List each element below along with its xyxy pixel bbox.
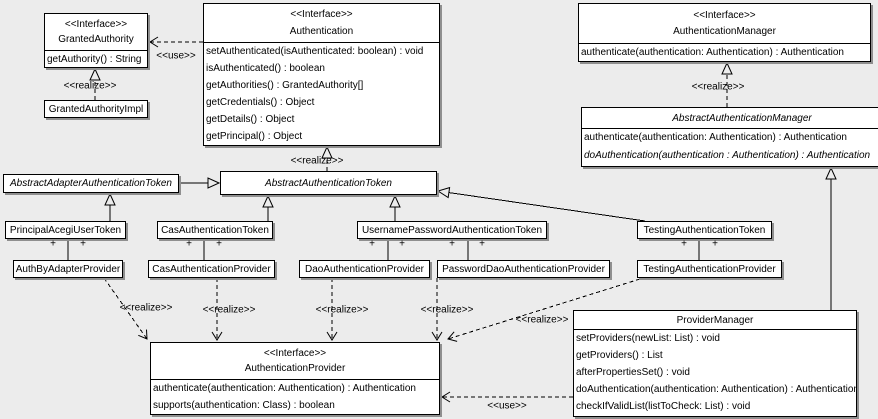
method: getPrincipal() : Object (206, 131, 303, 142)
method: getProviders() : List (576, 350, 663, 361)
class-granted-authority[interactable]: <<Interface>> GrantedAuthority getAuthor… (44, 13, 148, 68)
class-granted-authority-impl[interactable]: GrantedAuthorityImpl (44, 100, 148, 118)
class-name: DaoAuthenticationProvider (305, 263, 424, 275)
method: authenticate(authentication: Authenticat… (153, 383, 416, 394)
class-auth-by-adapter-provider[interactable]: AuthByAdapterProvider (13, 260, 123, 278)
class-cas-authentication-token[interactable]: CasAuthenticationToken (157, 221, 273, 239)
class-name: AbstractAuthenticationToken (265, 177, 392, 189)
class-authentication-manager[interactable]: <<Interface>> AuthenticationManager auth… (578, 3, 871, 62)
use-label: <<use>> (156, 50, 196, 62)
class-name: AbstractAdapterAuthenticationToken (10, 178, 172, 189)
multiplicity-plus: + (399, 238, 405, 250)
class-password-dao-authentication-provider[interactable]: PasswordDaoAuthenticationProvider (437, 260, 610, 278)
class-name: TestingAuthenticationToken (643, 224, 766, 236)
method: getAuthority() : String (47, 54, 142, 65)
multiplicity-plus: + (80, 238, 86, 250)
realize-label: <<realize>> (119, 302, 173, 314)
class-name: PrincipalAcegiUserToken (9, 224, 122, 236)
realize-label: <<realize>> (691, 81, 745, 93)
method: getCredentials() : Object (206, 97, 315, 108)
class-name: CasAuthenticationProvider (152, 263, 271, 275)
class-name: TestingAuthenticationProvider (643, 263, 776, 275)
realize-label: <<realize>> (315, 304, 369, 316)
stereotype: <<Interface>> (290, 9, 353, 21)
class-name: AuthByAdapterProvider (15, 263, 121, 275)
realize-label: <<realize>> (515, 314, 569, 326)
stereotype: <<Interface>> (64, 18, 128, 30)
class-name: AuthenticationManager (673, 26, 776, 38)
method: setProviders(newList: List) : void (576, 333, 720, 344)
method: checkIfValidList(listToCheck: List) : vo… (576, 401, 751, 412)
class-testing-authentication-token[interactable]: TestingAuthenticationToken (637, 221, 772, 239)
multiplicity-plus: + (50, 238, 56, 250)
class-name: GrantedAuthorityImpl (48, 103, 144, 115)
method: getDetails() : Object (206, 114, 295, 125)
class-name: CasAuthenticationToken (161, 224, 269, 236)
class-abstract-authentication-token[interactable]: AbstractAuthenticationToken (220, 171, 437, 195)
method: authenticate(authentication: Authenticat… (581, 47, 844, 58)
multiplicity-plus: + (712, 238, 718, 250)
method: isAuthenticated() : boolean (206, 63, 325, 74)
method: authenticate(authentication: Authenticat… (584, 132, 847, 143)
method: getAuthorities() : GrantedAuthority[] (206, 80, 364, 91)
class-name: AbstractAuthenticationManager (672, 112, 812, 124)
class-name: UsernamePasswordAuthenticationToken (361, 224, 543, 236)
realize-label: <<realize>> (63, 80, 117, 92)
method: supports(authentication: Class) : boolea… (153, 400, 335, 411)
realize-label: <<realize>> (420, 304, 474, 316)
multiplicity-plus: + (186, 238, 192, 250)
edge-realize-authbyadapterprovider[interactable] (103, 277, 148, 340)
multiplicity-plus: + (479, 238, 485, 250)
class-username-password-authentication-token[interactable]: UsernamePasswordAuthenticationToken (357, 221, 547, 239)
method: setAuthenticated(isAuthenticated: boolea… (206, 46, 424, 57)
realize-label: <<realize>> (202, 304, 256, 316)
class-authentication-provider[interactable]: <<Interface>> AuthenticationProvider aut… (150, 342, 440, 415)
class-dao-authentication-provider[interactable]: DaoAuthenticationProvider (299, 260, 430, 278)
multiplicity-plus: + (449, 238, 455, 250)
stereotype: <<Interface>> (263, 347, 327, 359)
class-testing-authentication-provider[interactable]: TestingAuthenticationProvider (637, 260, 782, 278)
multiplicity-plus: + (369, 238, 375, 250)
class-name: PasswordDaoAuthenticationProvider (442, 263, 605, 275)
method: doAuthentication(authentication : Authen… (584, 150, 871, 161)
class-authentication[interactable]: <<Interface>> Authentication setAuthenti… (203, 3, 440, 146)
class-name: GrantedAuthority (58, 34, 134, 46)
class-principal-acegi-user-token[interactable]: PrincipalAcegiUserToken (5, 221, 126, 239)
class-abstract-adapter-authentication-token[interactable]: AbstractAdapterAuthenticationToken (3, 174, 179, 193)
class-name: AuthenticationProvider (244, 363, 346, 375)
class-provider-manager[interactable]: ProviderManager setProviders(newList: Li… (573, 310, 857, 417)
realize-label: <<realize>> (290, 155, 344, 167)
edge-realize-testingauthenticationprovider[interactable] (447, 278, 641, 342)
method: doAuthentication(authentication: Authent… (576, 384, 856, 395)
multiplicity-plus: + (681, 238, 687, 250)
class-name: ProviderManager (676, 314, 754, 326)
class-name: Authentication (289, 25, 354, 37)
stereotype: <<Interface>> (693, 9, 756, 21)
edge-gen-testingauthenticationtoken[interactable] (436, 186, 646, 222)
method: afterPropertiesSet() : void (576, 367, 690, 378)
class-abstract-authentication-manager[interactable]: AbstractAuthenticationManager authentica… (581, 107, 878, 167)
multiplicity-plus: + (216, 238, 222, 250)
use-label: <<use>> (487, 400, 527, 412)
class-cas-authentication-provider[interactable]: CasAuthenticationProvider (148, 260, 275, 278)
